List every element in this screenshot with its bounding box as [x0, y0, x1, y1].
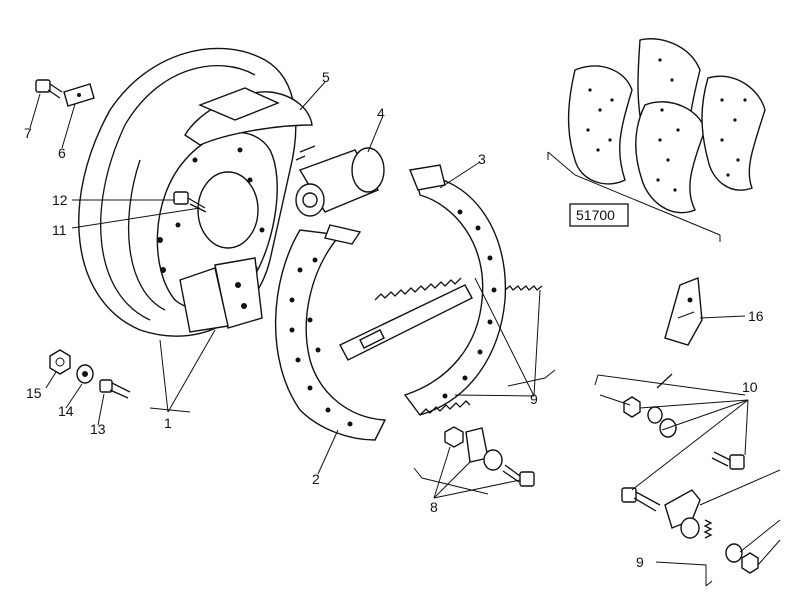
dust-shield — [184, 87, 313, 146]
adjuster-strut — [339, 284, 473, 361]
callout-4: 4 — [377, 105, 385, 121]
callout-6: 6 — [58, 145, 66, 161]
callout-12: 12 — [52, 192, 68, 208]
callout-9-right: 9 — [636, 554, 644, 570]
callout-3: 3 — [478, 151, 486, 167]
washer-14 — [76, 364, 94, 384]
hardware-10 — [594, 373, 759, 574]
callout-10: 10 — [742, 379, 758, 395]
callout-labels: 1 2 3 4 5 6 7 8 9 9 10 11 12 13 14 15 16 — [24, 69, 764, 570]
springs — [374, 277, 543, 416]
shoe-rivets — [289, 257, 353, 427]
callout-11: 11 — [52, 222, 67, 238]
callout-1: 1 — [164, 415, 172, 431]
callout-5: 5 — [322, 69, 330, 85]
leader-lines — [29, 81, 781, 587]
callout-2: 2 — [312, 471, 320, 487]
callout-13: 13 — [90, 421, 106, 437]
anchor-bracket — [179, 257, 263, 333]
brake-shoe-left — [274, 224, 387, 441]
callout-8: 8 — [430, 499, 438, 515]
callout-9-center: 9 — [530, 391, 538, 407]
bracket-6 — [63, 83, 95, 107]
kit-code-box: 51700 — [569, 203, 629, 227]
brake-shoe-right — [403, 164, 507, 416]
shoe3-rivets — [442, 209, 497, 399]
callout-7: 7 — [24, 125, 32, 141]
callout-14: 14 — [58, 403, 74, 419]
lining-dots — [586, 58, 747, 192]
bolt-13 — [99, 379, 131, 399]
hardware-8 — [444, 426, 535, 487]
callout-15: 15 — [26, 385, 42, 401]
wheel-cylinder — [295, 145, 385, 217]
nut-15 — [49, 349, 71, 375]
bolt-7 — [35, 79, 63, 99]
lining-kit — [547, 38, 766, 242]
callout-16: 16 — [748, 308, 764, 324]
kit-code-label: 51700 — [576, 207, 615, 223]
bracket-16 — [664, 277, 703, 346]
